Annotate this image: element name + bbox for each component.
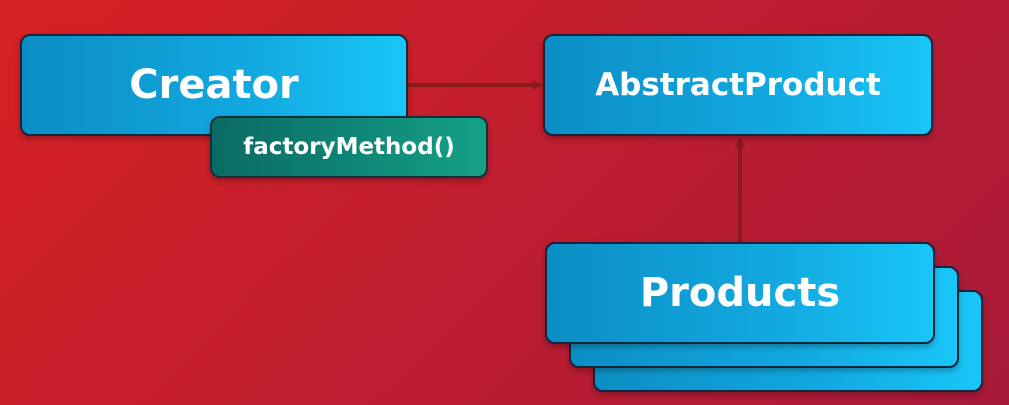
creator-label: Creator (129, 62, 299, 108)
abstract-product-label: AbstractProduct (595, 67, 881, 103)
factory-method-label: factoryMethod() (243, 134, 455, 160)
factory-method-node: factoryMethod() (210, 116, 488, 178)
products-label: Products (639, 270, 841, 316)
abstract-product-node: AbstractProduct (543, 34, 933, 136)
products-node: Products (545, 242, 935, 344)
